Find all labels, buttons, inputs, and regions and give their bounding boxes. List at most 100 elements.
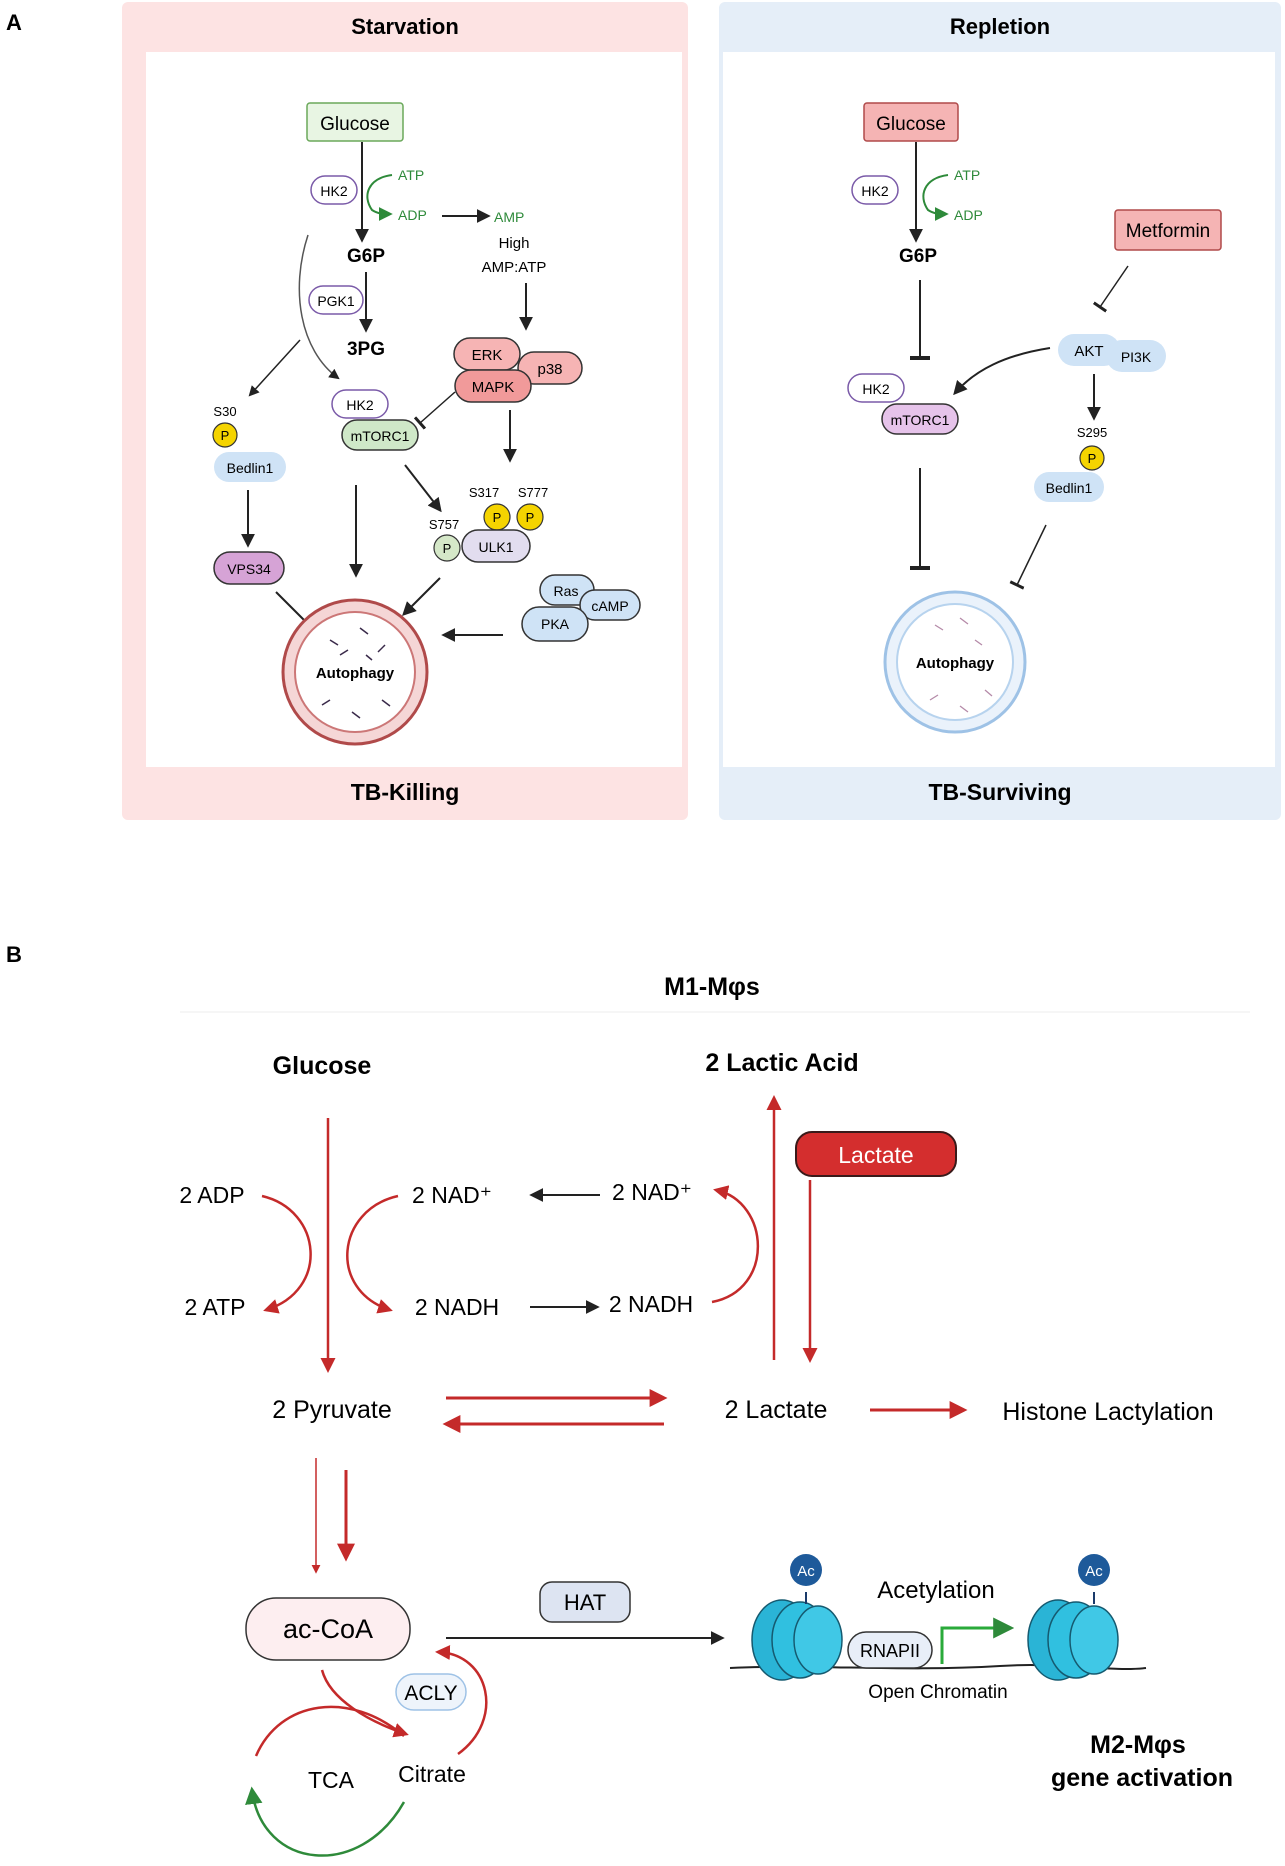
- glucose-b-label: Glucose: [273, 1052, 372, 1080]
- repl-hk2-mid-label: HK2: [862, 381, 889, 397]
- rnapii-pill: [847, 1631, 933, 1669]
- accoa-box: [245, 1597, 411, 1661]
- vps34-pill: [213, 551, 285, 585]
- amp-label: AMP: [494, 209, 524, 225]
- metformin-box: [1114, 209, 1222, 251]
- acly-pill: [395, 1673, 467, 1711]
- repl-hk2-top-label: HK2: [861, 183, 888, 199]
- metformin-label: Metformin: [1126, 221, 1210, 242]
- s757-phospho-circle: [433, 534, 461, 562]
- repl-hk2-mid-pill: [847, 373, 905, 403]
- repl-mtorc1-pill: [881, 403, 959, 435]
- mtorc1-label: mTORC1: [351, 428, 410, 444]
- lactate-box-label: Lactate: [838, 1142, 913, 1168]
- amp-atp-label: AMP:ATP: [482, 259, 547, 276]
- hk2-top-pill: [310, 175, 358, 205]
- 3pg-label: 3PG: [347, 339, 385, 360]
- m2-line2-label: gene activation: [1051, 1764, 1233, 1792]
- adp-label: ADP: [398, 207, 427, 223]
- autophagy-label: Autophagy: [316, 665, 395, 682]
- hk2-top-label: HK2: [320, 183, 347, 199]
- pgk1-pill: [308, 285, 364, 315]
- bedlin1-label: Bedlin1: [227, 460, 274, 476]
- vps34-label: VPS34: [227, 561, 271, 577]
- nad-left-label: 2 NAD⁺: [412, 1182, 492, 1208]
- s317-p-label: P: [493, 510, 502, 525]
- repl-autophagy-label: Autophagy: [916, 655, 995, 672]
- acly-label: ACLY: [404, 1682, 457, 1705]
- mapk-inhibits-mtorc1: [413, 391, 456, 430]
- s757-p-label: P: [443, 541, 452, 556]
- hk2-mid-label: HK2: [346, 397, 373, 413]
- s30-label: S30: [213, 404, 236, 419]
- tca-label: TCA: [308, 1767, 355, 1793]
- lactate-box: [795, 1131, 957, 1177]
- repl-atp-adp-arrow: [922, 174, 949, 221]
- nadh-right-label: 2 NADH: [609, 1291, 693, 1317]
- pi3k-pill: [1106, 340, 1166, 372]
- accoa-to-citrate-arrow: [320, 1669, 409, 1738]
- s777-p-label: P: [526, 510, 535, 525]
- camp-label: cAMP: [591, 598, 628, 614]
- metformin-inhibits-akt: [1092, 265, 1129, 313]
- acetylation-label: Acetylation: [877, 1577, 994, 1604]
- adp-b-label: 2 ADP: [179, 1182, 244, 1208]
- pka-pill: [521, 606, 589, 642]
- bedlin1-pill: [214, 452, 286, 482]
- mtorc1-pill: [341, 419, 419, 451]
- rnapii-label: RNAPII: [860, 1641, 920, 1661]
- g6p-label: G6P: [347, 246, 385, 267]
- repl-bedlin1-label: Bedlin1: [1046, 480, 1093, 496]
- nucleosome-right: [1027, 1599, 1119, 1681]
- ac-right-label: Ac: [1085, 1563, 1103, 1580]
- camp-pill: [579, 589, 641, 621]
- starvation-footer: TB-Killing: [351, 779, 460, 805]
- akt-to-mtorc1-arrow: [953, 347, 1051, 396]
- ulk1-label: ULK1: [478, 539, 513, 555]
- m2-line1-label: M2-Mφs: [1090, 1731, 1186, 1759]
- repl-bedlin1-pill: [1034, 472, 1104, 502]
- glucose-label: Glucose: [320, 114, 390, 135]
- s777-phospho-circle: [516, 503, 544, 531]
- pka-label: PKA: [541, 616, 570, 632]
- nad-right-label: 2 NAD⁺: [612, 1179, 692, 1205]
- g6p-to-hk2-curve: [298, 234, 340, 380]
- ulk1-pill: [461, 529, 531, 563]
- pgk1-label: PGK1: [317, 293, 355, 309]
- adp-to-atp-curve: [261, 1194, 312, 1314]
- akt-pill: [1058, 334, 1120, 366]
- starvation-title: Starvation: [351, 14, 459, 39]
- ac-left-label: Ac: [797, 1563, 815, 1580]
- ac-mark-left: [790, 1554, 822, 1586]
- nucleosome-left: [751, 1599, 843, 1681]
- autophagosome-cargo: [321, 627, 391, 719]
- s777-label: S777: [518, 485, 548, 500]
- histone-lactylation-label: Histone Lactylation: [1002, 1398, 1213, 1426]
- mtorc1-to-ulk1-arrow: [404, 464, 442, 513]
- tca-upper-arc: [254, 1705, 405, 1757]
- starvation-panel: Starvation TB-Killing Glucose HK2 ATP AD…: [122, 2, 688, 820]
- repl-autophagosome-inner: [896, 603, 1014, 721]
- repl-glucose-label: Glucose: [876, 114, 946, 135]
- panel-a-label: A: [6, 10, 22, 35]
- ras-label: Ras: [554, 583, 579, 599]
- s317-label: S317: [469, 485, 499, 500]
- hat-label: HAT: [564, 1590, 606, 1615]
- atp-label: ATP: [398, 167, 424, 183]
- ac-mark-right: [1078, 1554, 1110, 1586]
- pgk1-to-beclin-arrow: [248, 339, 301, 397]
- s295-label: S295: [1077, 425, 1107, 440]
- pyruvate-label: 2 Pyruvate: [272, 1396, 392, 1424]
- mapk-label: MAPK: [472, 379, 515, 396]
- hat-box: [539, 1581, 631, 1623]
- s757-label: S757: [429, 517, 459, 532]
- repl-g6p-label: G6P: [899, 246, 937, 267]
- nadh-to-nad-curve: [711, 1185, 759, 1304]
- s295-phospho-circle: [1079, 445, 1105, 471]
- pi3k-label: PI3K: [1121, 349, 1152, 365]
- repletion-panel: Repletion TB-Surviving Glucose HK2 ATP A…: [719, 2, 1281, 820]
- akt-label: AKT: [1074, 343, 1103, 360]
- s30-phospho-circle: [212, 422, 238, 448]
- citrate-label: Citrate: [398, 1761, 466, 1787]
